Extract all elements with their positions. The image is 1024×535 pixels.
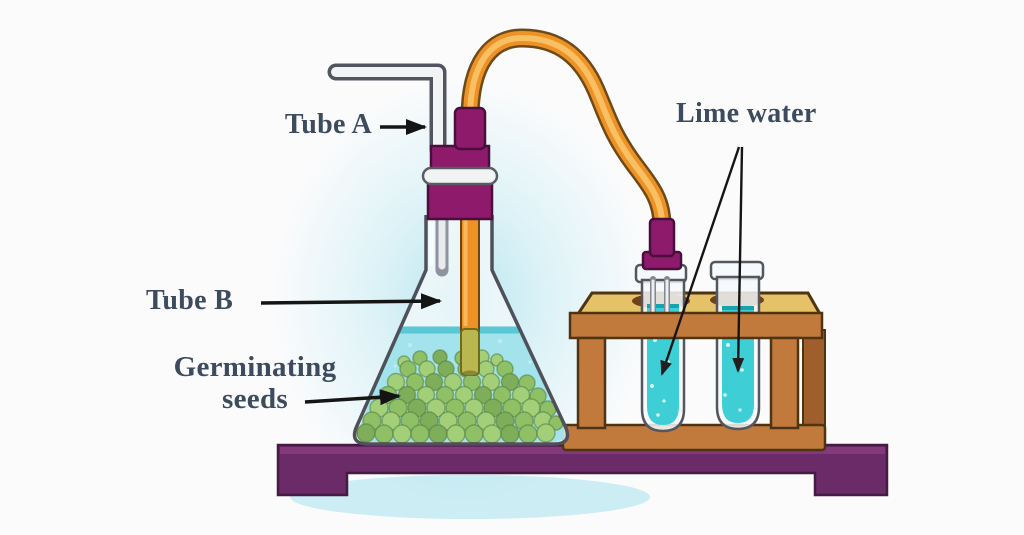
tube-a-label: Tube A (284, 109, 372, 140)
flask-outline (352, 215, 570, 446)
lime-water-pointer-1 (660, 146, 741, 376)
stand-top (575, 291, 823, 316)
tube-b-inner (460, 214, 480, 376)
stand-leg-right (769, 336, 800, 430)
germinating-seeds-label-line1: Germinating (173, 351, 337, 383)
germinating-seeds (356, 349, 564, 444)
tube-b-arrow (260, 293, 442, 310)
tube1-connector (648, 217, 676, 258)
annotation-arrows (260, 119, 745, 406)
tube-b-label: Tube B (146, 285, 234, 316)
liquid-tint-overlay (357, 327, 565, 442)
germinating-seeds-label: Germinating seeds (146, 351, 364, 416)
lime-water-pointer-2 (732, 146, 745, 373)
inlet-glass-tubes (650, 276, 670, 319)
stand-back-leg (802, 329, 826, 429)
germinating-seeds-label-line2: seeds (222, 383, 288, 416)
stand-leg-left (576, 336, 607, 430)
lime-water-label: Lime water (676, 98, 817, 129)
test-tube-2 (709, 260, 765, 431)
tube-a-glass-tube (327, 63, 447, 159)
conical-flask (352, 207, 570, 446)
stopper-ring (421, 166, 499, 186)
flask-stopper (421, 106, 499, 221)
seeds-arrow (304, 389, 401, 406)
bench-base (276, 443, 889, 497)
wooden-stand-front (568, 311, 824, 430)
tube-b-collar (453, 106, 487, 151)
stand-apron (568, 311, 824, 340)
delivery-tube (460, 28, 672, 236)
